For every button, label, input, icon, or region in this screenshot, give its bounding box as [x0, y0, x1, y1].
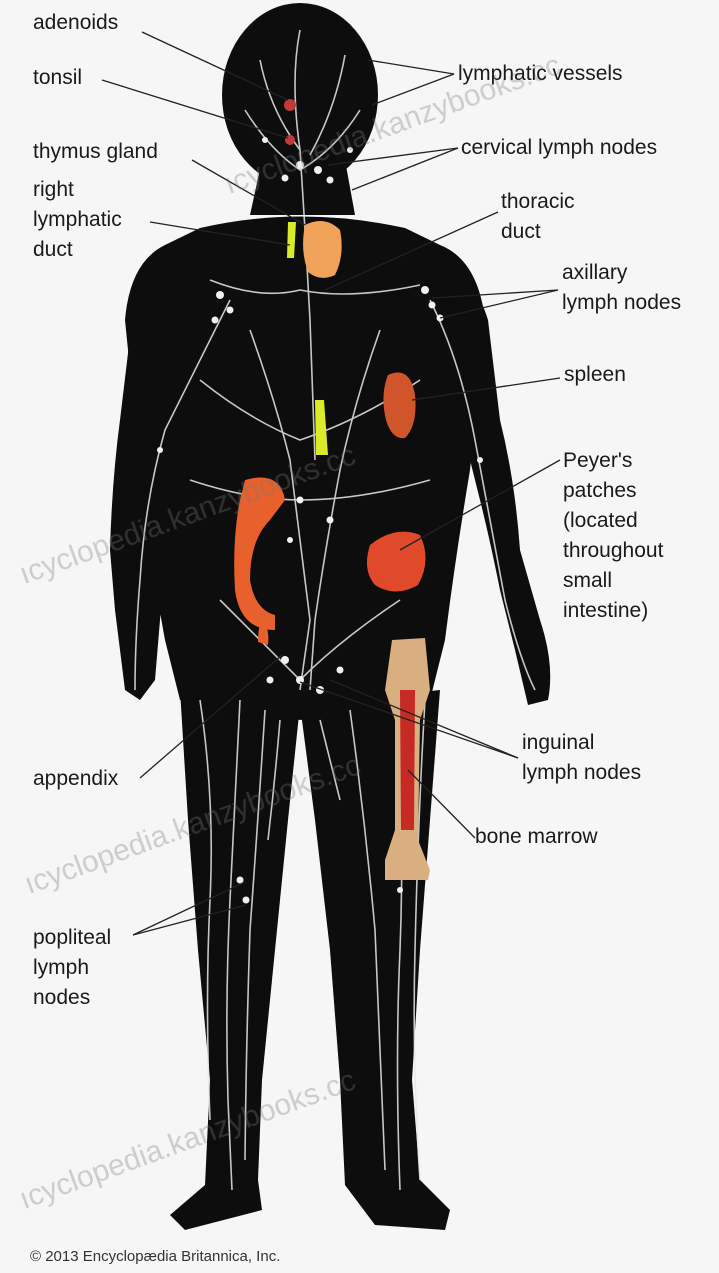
- body-silhouette: [110, 3, 550, 1230]
- label-tonsil: tonsil: [33, 63, 82, 93]
- label-right-lymphatic-duct: right lymphatic duct: [33, 175, 122, 265]
- copyright: © 2013 Encyclopædia Britannica, Inc.: [30, 1248, 280, 1265]
- leg-right: [170, 690, 300, 1230]
- label-thoracic-duct: thoracic duct: [501, 187, 575, 247]
- tonsil-mark: [285, 135, 295, 145]
- thymus-gland: [303, 221, 342, 278]
- leg-left: [300, 690, 450, 1230]
- label-appendix: appendix: [33, 764, 118, 794]
- adenoids-mark: [284, 99, 296, 111]
- label-axillary-lymph-nodes: axillary lymph nodes: [562, 258, 681, 318]
- label-lymphatic-vessels: lymphatic vessels: [458, 59, 623, 89]
- label-adenoids: adenoids: [33, 8, 118, 38]
- label-cervical-lymph-nodes: cervical lymph nodes: [461, 133, 657, 163]
- label-peyers-patches: Peyer's patches (located throughout smal…: [563, 446, 663, 626]
- label-bone-marrow: bone marrow: [475, 822, 598, 852]
- label-thymus-gland: thymus gland: [33, 137, 158, 167]
- label-popliteal-lymph-nodes: popliteal lymph nodes: [33, 923, 111, 1013]
- bone-marrow: [400, 690, 415, 830]
- label-spleen: spleen: [564, 360, 626, 390]
- label-inguinal-lymph-nodes: inguinal lymph nodes: [522, 728, 641, 788]
